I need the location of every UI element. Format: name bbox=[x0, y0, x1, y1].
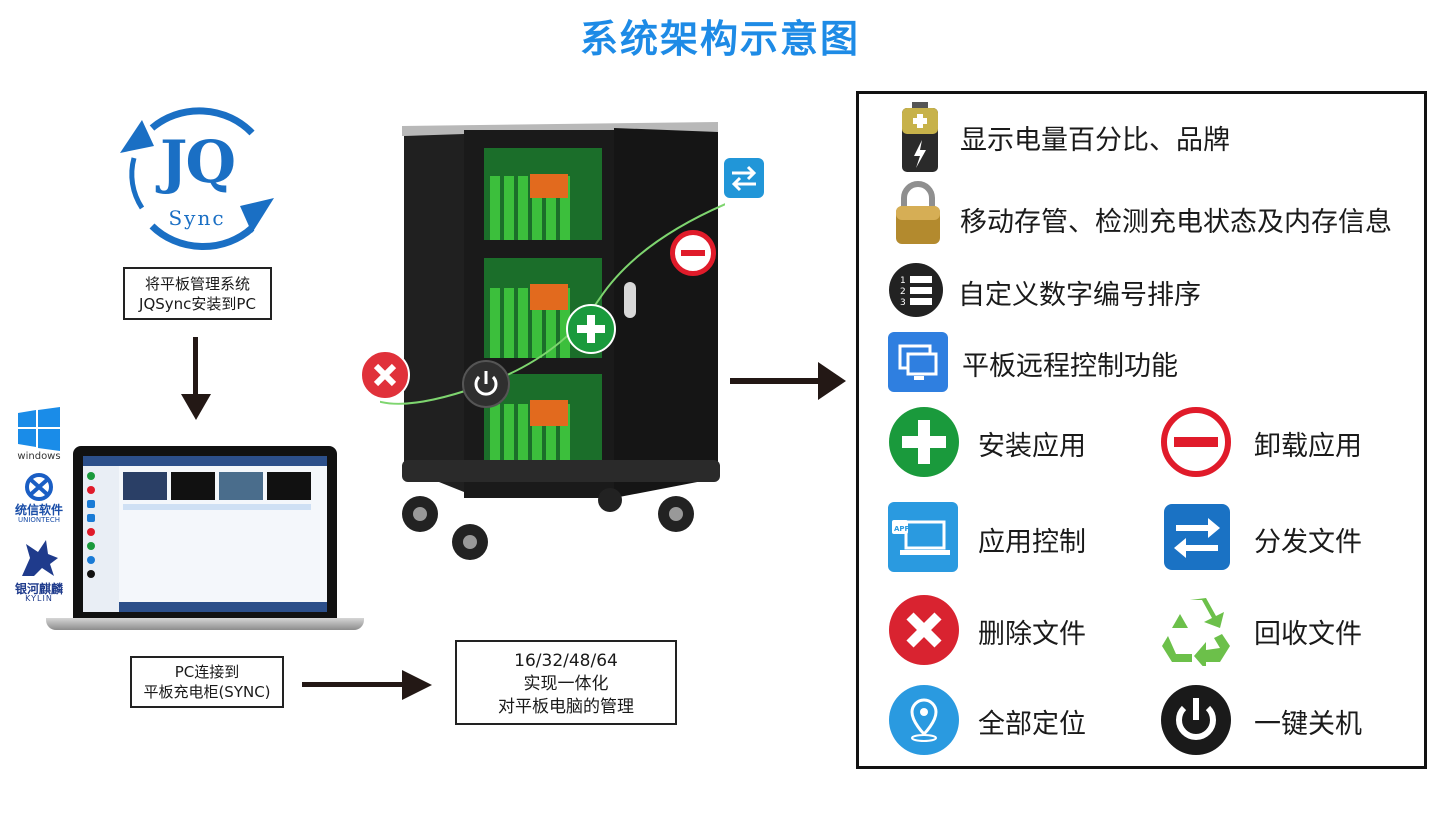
install-plus-icon bbox=[566, 304, 616, 354]
laptop-screen bbox=[83, 456, 327, 612]
sync-arrows-icon bbox=[120, 107, 274, 251]
remote-screen-icon bbox=[888, 332, 948, 392]
cabinet-illustration bbox=[369, 122, 741, 560]
kylin-name: 银河麒麟 bbox=[14, 582, 63, 596]
uniontech-icon bbox=[25, 473, 53, 501]
kylin-icon bbox=[22, 540, 58, 576]
app-titlebar bbox=[83, 456, 327, 466]
power-button-icon bbox=[462, 360, 510, 408]
jqsync-logo-main: JQ bbox=[160, 128, 236, 196]
svg-text:1: 1 bbox=[900, 276, 906, 286]
laptop-illustration bbox=[46, 446, 364, 634]
step2-box: PC连接到 平板充电柜(SYNC) bbox=[130, 656, 284, 708]
panel-arrow-head bbox=[818, 362, 846, 400]
plus-circle-icon bbox=[888, 406, 960, 478]
transfer-icon bbox=[724, 158, 764, 198]
app-laptop-icon: APP bbox=[888, 502, 958, 572]
charging-cabinet bbox=[360, 118, 764, 563]
transfer-arrows-icon bbox=[1164, 504, 1230, 570]
svg-text:3: 3 bbox=[900, 298, 906, 308]
delete-x-icon bbox=[888, 594, 960, 666]
feature-label: 应用控制 bbox=[978, 527, 1086, 558]
padlock-icon bbox=[894, 180, 942, 246]
windows-logo: windows bbox=[14, 407, 64, 463]
thumb-controls bbox=[123, 504, 311, 510]
app-bottombar bbox=[119, 602, 327, 612]
step2-line2: 平板充电柜(SYNC) bbox=[143, 683, 271, 701]
minus-circle-icon bbox=[1160, 406, 1232, 478]
windows-label: windows bbox=[17, 451, 61, 462]
kylin-logo: 银河麒麟 KYLIN bbox=[8, 536, 70, 604]
step3-line3: 对平板电脑的管理 bbox=[498, 697, 634, 717]
feature-label: 回收文件 bbox=[1254, 619, 1362, 650]
right-arrow-head bbox=[402, 670, 432, 700]
page-title: 系统架构示意图 bbox=[579, 17, 860, 61]
windows-icon bbox=[18, 407, 60, 451]
feature-label: 平板远程控制功能 bbox=[962, 351, 1178, 382]
tablet-thumb bbox=[171, 472, 215, 500]
battery-icon bbox=[898, 102, 942, 174]
feature-label: 移动存管、检测充电状态及内存信息 bbox=[960, 207, 1392, 238]
right-arrow-shaft bbox=[302, 682, 404, 687]
uniontech-sub: UNIONTECH bbox=[17, 516, 61, 524]
uniontech-logo: 统信软件 UNIONTECH bbox=[8, 473, 70, 525]
laptop-base bbox=[46, 618, 364, 630]
step1-line2: JQSync安装到PC bbox=[139, 295, 256, 313]
jqsync-logo: JQ Sync bbox=[112, 98, 282, 258]
kylin-sub: KYLIN bbox=[25, 594, 53, 603]
uniontech-name: 统信软件 bbox=[14, 503, 63, 517]
down-arrow-shaft bbox=[193, 337, 198, 399]
feature-label: 全部定位 bbox=[978, 709, 1086, 740]
step1-line1: 将平板管理系统 bbox=[144, 275, 250, 293]
delete-x-icon bbox=[360, 350, 410, 400]
app-sidebar bbox=[83, 466, 119, 612]
feature-label: 安装应用 bbox=[978, 431, 1086, 462]
down-arrow-head bbox=[181, 394, 211, 420]
panel-arrow-shaft bbox=[730, 378, 820, 384]
step3-line1: 16/32/48/64 bbox=[514, 651, 618, 671]
numbered-list-icon: 1 2 3 bbox=[888, 262, 944, 318]
svg-text:2: 2 bbox=[900, 287, 906, 297]
step2-line1: PC连接到 bbox=[174, 663, 240, 681]
feature-label: 删除文件 bbox=[978, 619, 1086, 650]
feature-label: 显示电量百分比、品牌 bbox=[960, 125, 1230, 156]
tablet-thumb bbox=[123, 472, 167, 500]
step3-box: 16/32/48/64 实现一体化 对平板电脑的管理 bbox=[455, 640, 677, 725]
feature-label: 分发文件 bbox=[1254, 527, 1362, 558]
feature-label: 自定义数字编号排序 bbox=[958, 280, 1201, 311]
recycle-icon bbox=[1160, 594, 1232, 670]
location-pin-icon bbox=[888, 684, 960, 756]
feature-label: 卸载应用 bbox=[1254, 431, 1362, 462]
svg-text:APP: APP bbox=[894, 525, 910, 533]
tablet-thumb bbox=[219, 472, 263, 500]
feature-label: 一键关机 bbox=[1254, 709, 1362, 740]
jqsync-logo-sub: Sync bbox=[168, 206, 226, 230]
uninstall-minus-icon bbox=[670, 230, 716, 276]
power-icon bbox=[1160, 684, 1232, 756]
step3-line2: 实现一体化 bbox=[523, 674, 609, 694]
tablet-thumb bbox=[267, 472, 311, 500]
step1-box: 将平板管理系统 JQSync安装到PC bbox=[123, 267, 272, 320]
